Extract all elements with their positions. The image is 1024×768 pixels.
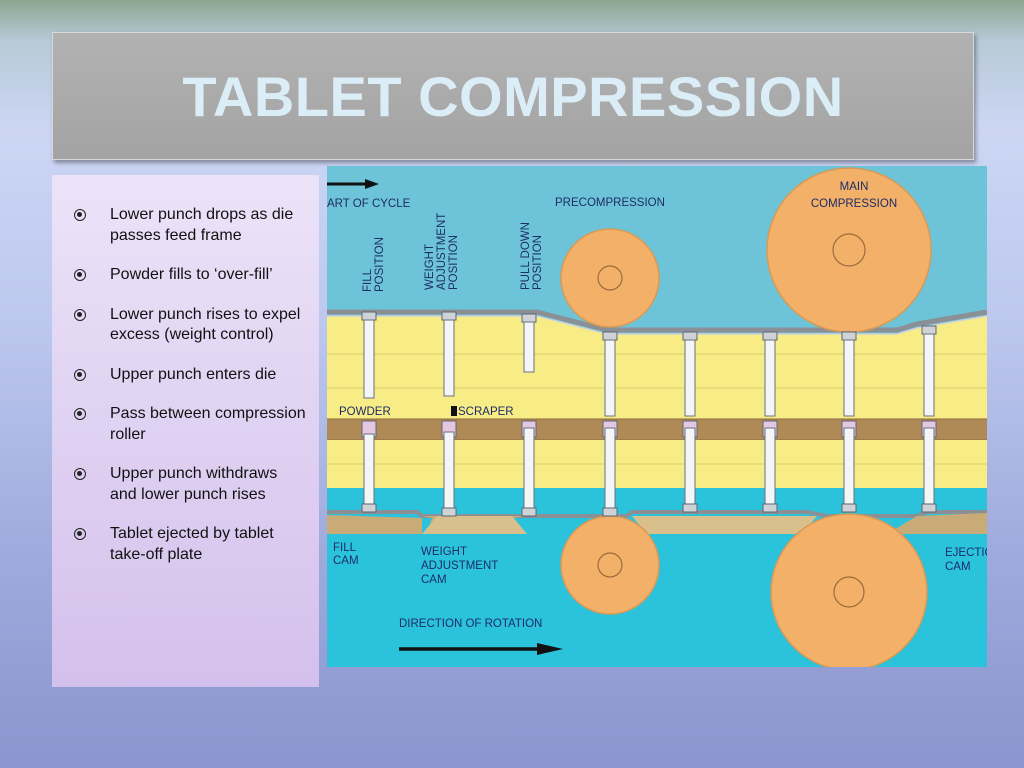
upper-punch: [843, 339, 855, 417]
upper-punch-head: [361, 311, 377, 321]
bullet-text: Powder fills to ‘over-fill’: [110, 266, 273, 283]
lower-punch-head: [841, 503, 857, 513]
weight-position-label-2: ADJUSTMENT: [436, 213, 448, 290]
middle-cam-shape: [632, 516, 817, 534]
fill-position-label-2: POSITION: [374, 237, 386, 292]
bullet-item: Pass between compression roller: [74, 404, 307, 445]
lower-punch-head: [602, 507, 618, 517]
bullet-icon: [74, 368, 86, 381]
lower-punch: [604, 427, 616, 509]
upper-punch: [523, 321, 535, 373]
lower-punch: [523, 427, 535, 509]
lower-punch: [764, 427, 776, 505]
upper-punch-head: [521, 313, 537, 323]
upper-punch-band: [327, 316, 987, 419]
bullet-icon: [74, 269, 86, 281]
lower-punch: [443, 431, 455, 509]
bullet-item: Powder fills to ‘over-fill’: [74, 265, 307, 286]
bullet-icon: [74, 408, 86, 420]
weight-position-label-1: WEIGHT: [424, 244, 436, 290]
upper-punch-head: [441, 311, 457, 321]
upper-punch-head: [602, 331, 618, 341]
upper-punch: [764, 339, 776, 417]
bullet-item: Upper punch enters die: [74, 365, 307, 386]
ejection-cam-shape: [887, 513, 987, 534]
lower-punch-head: [762, 503, 778, 513]
bullet-text: Pass between compression roller: [110, 405, 306, 443]
upper-punch: [363, 319, 375, 399]
precompression-label: PRECOMPRESSION: [555, 197, 665, 209]
upper-punch-head: [762, 331, 778, 341]
title-banner: TABLET COMPRESSION: [52, 32, 974, 160]
scraper-label: SCRAPER: [458, 406, 514, 418]
bullet-panel: Lower punch drops as die passes feed fra…: [52, 175, 319, 687]
precompression-lower-roller: [560, 515, 660, 615]
weight-position-label-3: POSITION: [448, 235, 460, 290]
upper-punch: [604, 339, 616, 417]
direction-arrow: [399, 643, 563, 655]
die-table: [327, 419, 987, 440]
lower-punch: [684, 427, 696, 505]
lower-cam-track: [327, 510, 987, 518]
bullet-text: Tablet ejected by tablet take-off plate: [110, 525, 274, 563]
weight-cam-label-3: CAM: [421, 574, 447, 586]
lower-punch-head: [441, 507, 457, 517]
fill-cam-label-2: CAM: [333, 555, 359, 567]
lower-punch-head: [921, 503, 937, 513]
upper-punch: [923, 333, 935, 417]
ejection-cam-label-1: EJECTIO: [945, 547, 987, 559]
start-arrow: [327, 179, 379, 189]
lower-punch: [843, 427, 855, 505]
upper-punch: [684, 339, 696, 417]
main-label-1: MAIN: [840, 181, 869, 193]
bullet-item: Upper punch withdraws and lower punch ri…: [74, 464, 307, 505]
main-compression-lower-roller: [770, 513, 928, 667]
fill-cam-shape: [327, 515, 422, 534]
pull-down-label-1: PULL DOWN: [520, 222, 532, 290]
upper-punch-head: [921, 325, 937, 335]
powder-label: POWDER: [339, 406, 391, 418]
fill-position-label-1: FILL: [362, 268, 374, 292]
weight-cam-label-1: WEIGHT: [421, 546, 467, 558]
lower-punch: [923, 427, 935, 505]
scraper-marker: [451, 406, 457, 416]
bullet-icon: [74, 468, 86, 480]
bullet-list: Lower punch drops as die passes feed fra…: [74, 205, 307, 565]
bullet-item: Lower punch drops as die passes feed fra…: [74, 205, 307, 246]
start-of-cycle-label: ART OF CYCLE: [327, 198, 411, 210]
fill-cam-label-1: FILL: [333, 542, 357, 554]
upper-cam-track: [327, 309, 987, 333]
lower-punch-head: [682, 503, 698, 513]
lower-punch-head: [521, 507, 537, 517]
lower-punch: [363, 433, 375, 505]
bullet-icon: [74, 209, 86, 221]
bullet-icon: [74, 308, 86, 321]
upper-punch-head: [682, 331, 698, 341]
bullet-text: Lower punch drops as die passes feed fra…: [110, 206, 294, 244]
weight-cam-label-2: ADJUSTMENT: [421, 560, 498, 572]
bullet-text: Upper punch enters die: [110, 365, 277, 383]
punch-set: [361, 311, 937, 517]
lower-punch-head: [361, 503, 377, 513]
main-label-2: COMPRESSION: [811, 198, 897, 210]
bullet-text: Upper punch withdraws and lower punch ri…: [110, 465, 278, 503]
bullet-text: Lower punch rises to expel excess (weigh…: [110, 305, 301, 344]
slide-title: TABLET COMPRESSION: [182, 64, 844, 128]
precompression-upper-roller: [560, 228, 660, 328]
upper-punch: [443, 319, 455, 397]
tablet-press-diagram: ART OF CYCLE FILL POSITION WEIGHT ADJUST…: [327, 166, 987, 667]
bullet-item: Lower punch rises to expel excess (weigh…: [74, 305, 307, 346]
direction-label: DIRECTION OF ROTATION: [399, 618, 542, 630]
upper-punch-head: [841, 331, 857, 341]
ejection-cam-label-2: CAM: [945, 561, 971, 573]
bullet-icon: [74, 528, 86, 540]
bullet-item: Tablet ejected by tablet take-off plate: [74, 524, 307, 565]
pull-down-label-2: POSITION: [532, 235, 544, 290]
